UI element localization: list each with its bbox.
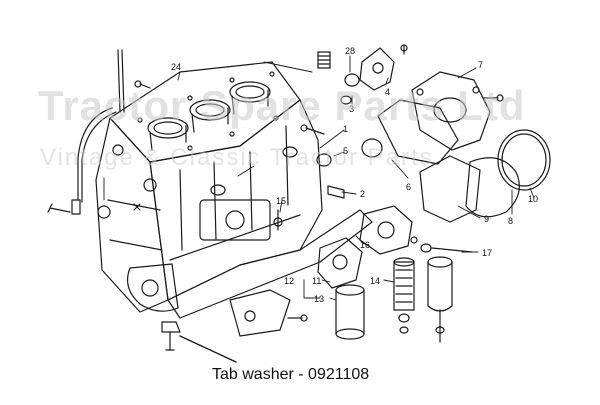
callout-12: 12 [284,276,294,286]
leader-lines [103,55,535,363]
callout-3: 3 [349,104,354,114]
callout-15: 15 [276,196,286,206]
callout-5: 5 [343,146,348,156]
left-hardware [47,49,325,219]
cover-plates [316,44,551,223]
callout-numbers: 24 28 3 4 7 1 5 2 6 9 8 10 15 16 17 14 1… [171,46,538,304]
filter-assembly [229,185,473,343]
callout-2: 2 [360,189,365,199]
callout-4: 4 [385,87,390,97]
callout-17: 17 [482,248,492,258]
callout-8: 8 [508,216,513,226]
callout-13: 13 [314,294,324,304]
callout-6: 6 [406,182,411,192]
callout-14: 14 [370,276,380,286]
engine-block [95,61,373,351]
callout-1a: 1 [343,124,348,134]
callout-9: 9 [484,214,489,224]
tab-washer-caption: Tab washer - 0921108 [212,366,370,383]
callout-16: 16 [360,240,370,250]
callout-7: 7 [478,60,483,70]
callout-24: 24 [171,62,181,72]
callout-11: 11 [312,276,321,286]
callout-10: 10 [528,194,538,204]
callout-28: 28 [345,46,355,56]
